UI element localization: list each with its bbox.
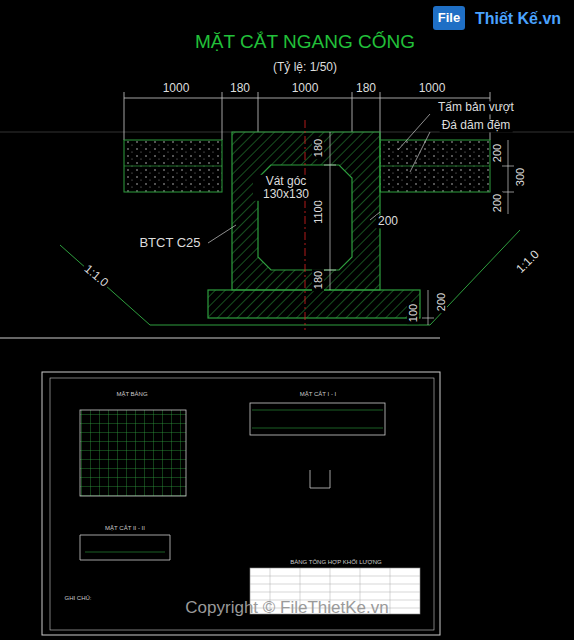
dimension: 180: [354, 82, 378, 95]
dimension: 300: [514, 166, 526, 188]
note-title: GHI CHÚ:: [63, 595, 94, 602]
view-title: MẶT CẮT I - I: [298, 391, 338, 398]
watermark: Copyright © FileThietKe.vn: [183, 599, 390, 618]
callout-text: Vát góc 130x130: [253, 175, 319, 201]
dimension: 180: [228, 82, 252, 95]
logo-text: Thiết Kế.vn: [473, 10, 563, 28]
material-label: BTCT C25: [137, 236, 202, 250]
slope-label: 1:1.0: [512, 246, 543, 277]
slope-label: 1:1.0: [80, 261, 112, 291]
logo-text: File: [436, 11, 462, 25]
table-title: BẢNG TỔNG HỢP KHỐI LƯỢNG: [288, 559, 384, 566]
dimension: 200: [376, 215, 400, 228]
dimension: 1000: [161, 82, 192, 95]
dimension: 200: [435, 291, 447, 313]
view-title: MẶT CẮT II - II: [103, 525, 147, 532]
callout-text: Tấm bản vượt: [436, 101, 516, 114]
callout-text: Đá dăm đệm: [440, 119, 513, 132]
scale-note: (Tỷ lệ: 1/50): [271, 61, 339, 74]
dimension: 180: [312, 269, 324, 291]
dimension: 1100: [312, 198, 324, 226]
dimension: 100: [407, 302, 419, 324]
dimension: 200: [491, 142, 503, 164]
dimension: 180: [312, 137, 324, 159]
view-title: MẶT BẰNG: [114, 391, 149, 398]
dimension: 200: [491, 192, 503, 214]
drawing-title: MẶT CẮT NGANG CỐNG: [193, 32, 417, 53]
dimension: 1000: [417, 82, 448, 95]
dimension: 1000: [290, 82, 321, 95]
